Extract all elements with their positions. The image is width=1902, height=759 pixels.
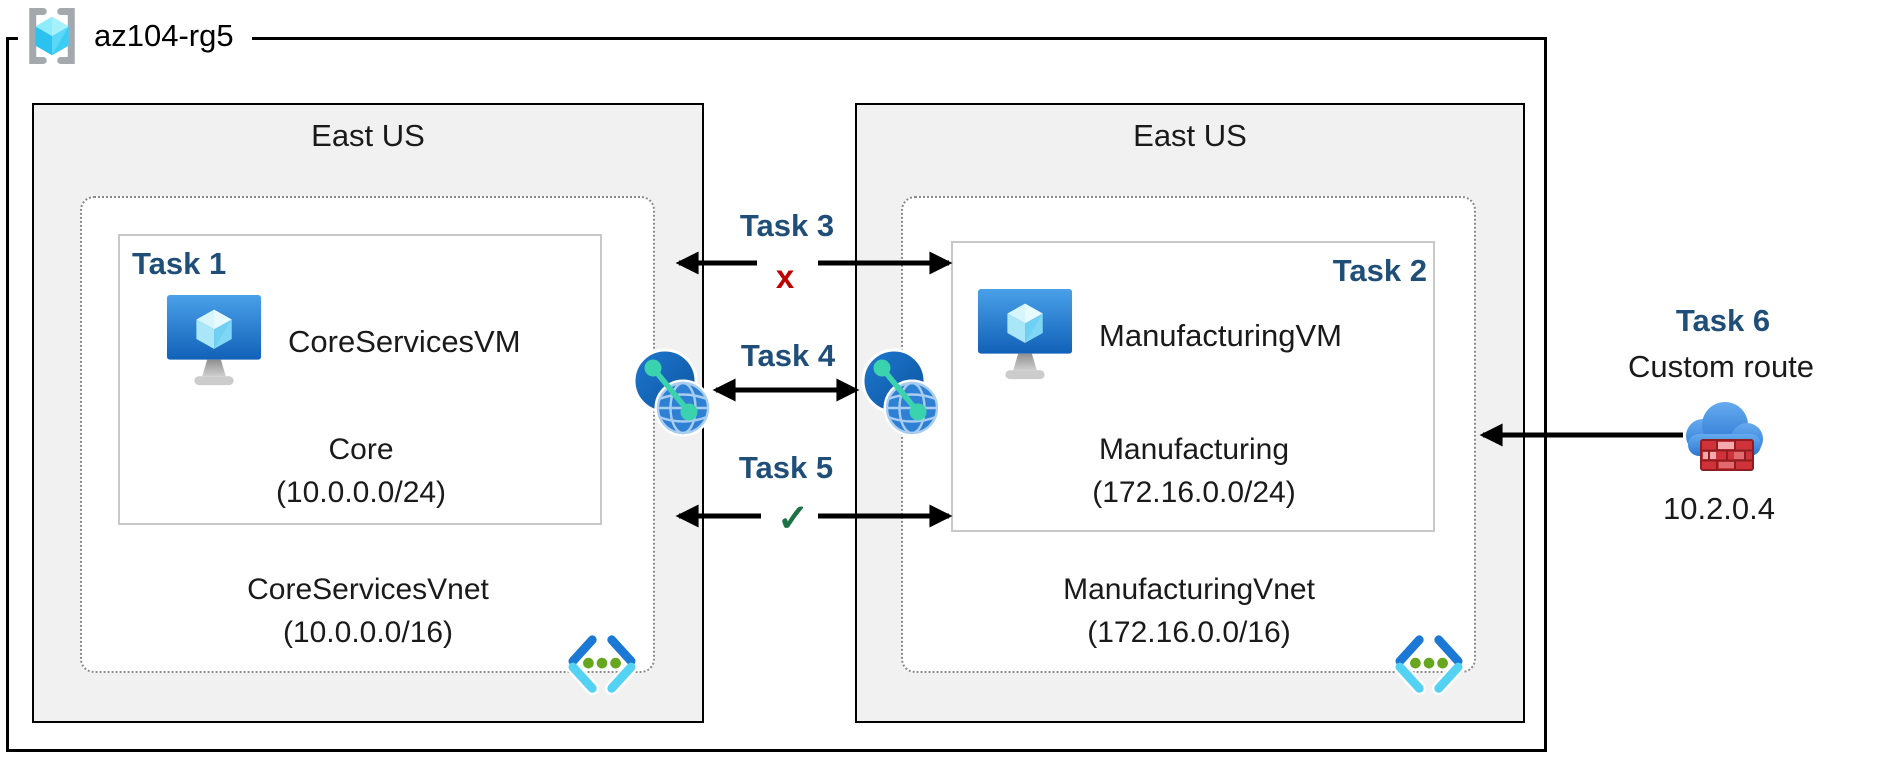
task6-label: Task 6 xyxy=(1675,303,1771,338)
subnet-info-right: Manufacturing (172.16.0.0/24) xyxy=(953,428,1435,514)
task1-label: Task 1 xyxy=(132,246,227,281)
subnet-name-left: Core xyxy=(328,433,394,466)
vm-row-right: ManufacturingVM xyxy=(977,288,1342,384)
vnet-cidr-right: (172.16.0.0/16) xyxy=(1087,616,1291,649)
vnet-info-right: ManufacturingVnet (172.16.0.0/16) xyxy=(903,568,1475,654)
subnet-info-left: Core (10.0.0.0/24) xyxy=(120,428,602,514)
subnet-name-right: Manufacturing xyxy=(1098,433,1290,466)
task4-label: Task 4 xyxy=(740,338,836,373)
subnet-cidr-left: (10.0.0.0/24) xyxy=(275,476,447,509)
vnet-icon xyxy=(1390,633,1468,701)
vnet-icon xyxy=(563,633,641,701)
region-title-left: East US xyxy=(311,118,425,153)
resource-group-icon xyxy=(24,4,80,68)
vnet-name-right: ManufacturingVnet xyxy=(1063,573,1315,606)
resource-group-header: az104-rg5 xyxy=(18,0,252,72)
vm-name-left: CoreServicesVM xyxy=(288,324,521,359)
firewall-cloud-icon xyxy=(1678,392,1770,474)
vm-icon xyxy=(166,294,264,390)
task3-deny-symbol: x xyxy=(775,258,795,295)
task5-label: Task 5 xyxy=(738,450,834,485)
vm-name-right: ManufacturingVM xyxy=(1099,318,1342,353)
task6-description: Custom route xyxy=(1627,349,1815,384)
task2-label: Task 2 xyxy=(1332,253,1427,288)
vnet-info-left: CoreServicesVnet (10.0.0.0/16) xyxy=(82,568,654,654)
vnet-peering-icon-left xyxy=(631,348,715,438)
task6-next-hop-ip: 10.2.0.4 xyxy=(1662,491,1776,526)
vnet-name-left: CoreServicesVnet xyxy=(247,573,489,606)
region-title-right: East US xyxy=(1133,118,1247,153)
vm-row-left: CoreServicesVM xyxy=(166,294,521,390)
vnet-peering-icon-right xyxy=(860,348,944,438)
task5-allow-symbol: ✓ xyxy=(777,498,809,540)
resource-group-name: az104-rg5 xyxy=(94,18,234,53)
task3-label: Task 3 xyxy=(739,208,835,243)
subnet-cidr-right: (172.16.0.0/24) xyxy=(1092,476,1296,509)
vnet-cidr-left: (10.0.0.0/16) xyxy=(282,616,454,649)
vm-icon xyxy=(977,288,1075,384)
